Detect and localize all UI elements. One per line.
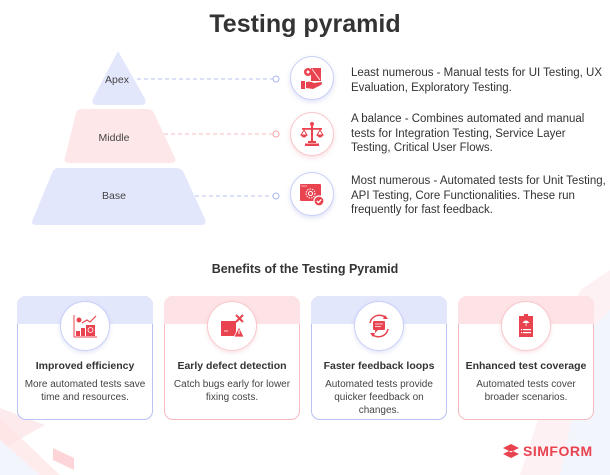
benefit-card-faster-feedback-loops: Faster feedback loops Automated tests pr… — [311, 296, 447, 420]
pyramid-base-shape — [32, 168, 206, 225]
chat-refresh-icon — [369, 314, 389, 338]
apex-description: Least numerous - Manual tests for UI Tes… — [351, 67, 602, 94]
pyramid-label-apex: Apex — [105, 74, 129, 86]
card-title: Improved efficiency — [35, 360, 135, 372]
card-title: Faster feedback loops — [323, 360, 435, 372]
card-icon-circle — [207, 301, 257, 351]
pyramid-label-base: Base — [102, 190, 126, 202]
balance-scale-icon — [300, 122, 324, 146]
base-icon-circle — [290, 172, 334, 216]
base-description: Most numerous - Automated tests for Unit… — [351, 175, 606, 216]
card-description: Automated tests cover broader scenarios. — [476, 379, 576, 403]
benefits-heading: Benefits of the Testing Pyramid — [211, 262, 399, 276]
card-description: Catch bugs early for lower fixing costs. — [173, 379, 291, 403]
pyramid-apex-shape — [92, 52, 146, 105]
card-description: More automated tests save time and resou… — [24, 379, 146, 403]
middle-icon-circle — [290, 112, 334, 156]
card-icon-circle — [60, 301, 110, 351]
box-warning-icon — [221, 314, 245, 338]
browser-gear-check-icon — [300, 184, 325, 207]
card-title: Early defect detection — [177, 360, 287, 372]
benefit-card-improved-efficiency: Improved efficiency More automated tests… — [17, 296, 153, 420]
clipboard-umbrella-icon — [519, 314, 533, 337]
brand-name: SIMFORM — [523, 443, 593, 459]
growth-chart-icon — [73, 315, 97, 338]
page-title: Testing pyramid — [209, 10, 401, 38]
card-icon-circle — [501, 301, 551, 351]
card-icon-circle — [354, 301, 404, 351]
benefit-card-early-defect-detection: Early defect detection Catch bugs early … — [164, 296, 300, 420]
hand-gear-document-icon — [301, 68, 322, 89]
pyramid-middle-shape — [64, 109, 176, 163]
card-title: Enhanced test coverage — [465, 360, 587, 372]
brand-logo: SIMFORM — [503, 443, 593, 459]
middle-description: A balance - Combines automated and manua… — [351, 113, 585, 154]
card-description: Automated tests provide quicker feedback… — [325, 379, 433, 416]
simform-logo-icon — [503, 444, 519, 458]
pyramid-diagram — [32, 52, 280, 225]
benefit-card-enhanced-test-coverage: Enhanced test coverage Automated tests c… — [458, 296, 594, 420]
pyramid-label-middle: Middle — [98, 132, 130, 144]
apex-icon-circle — [290, 56, 334, 100]
